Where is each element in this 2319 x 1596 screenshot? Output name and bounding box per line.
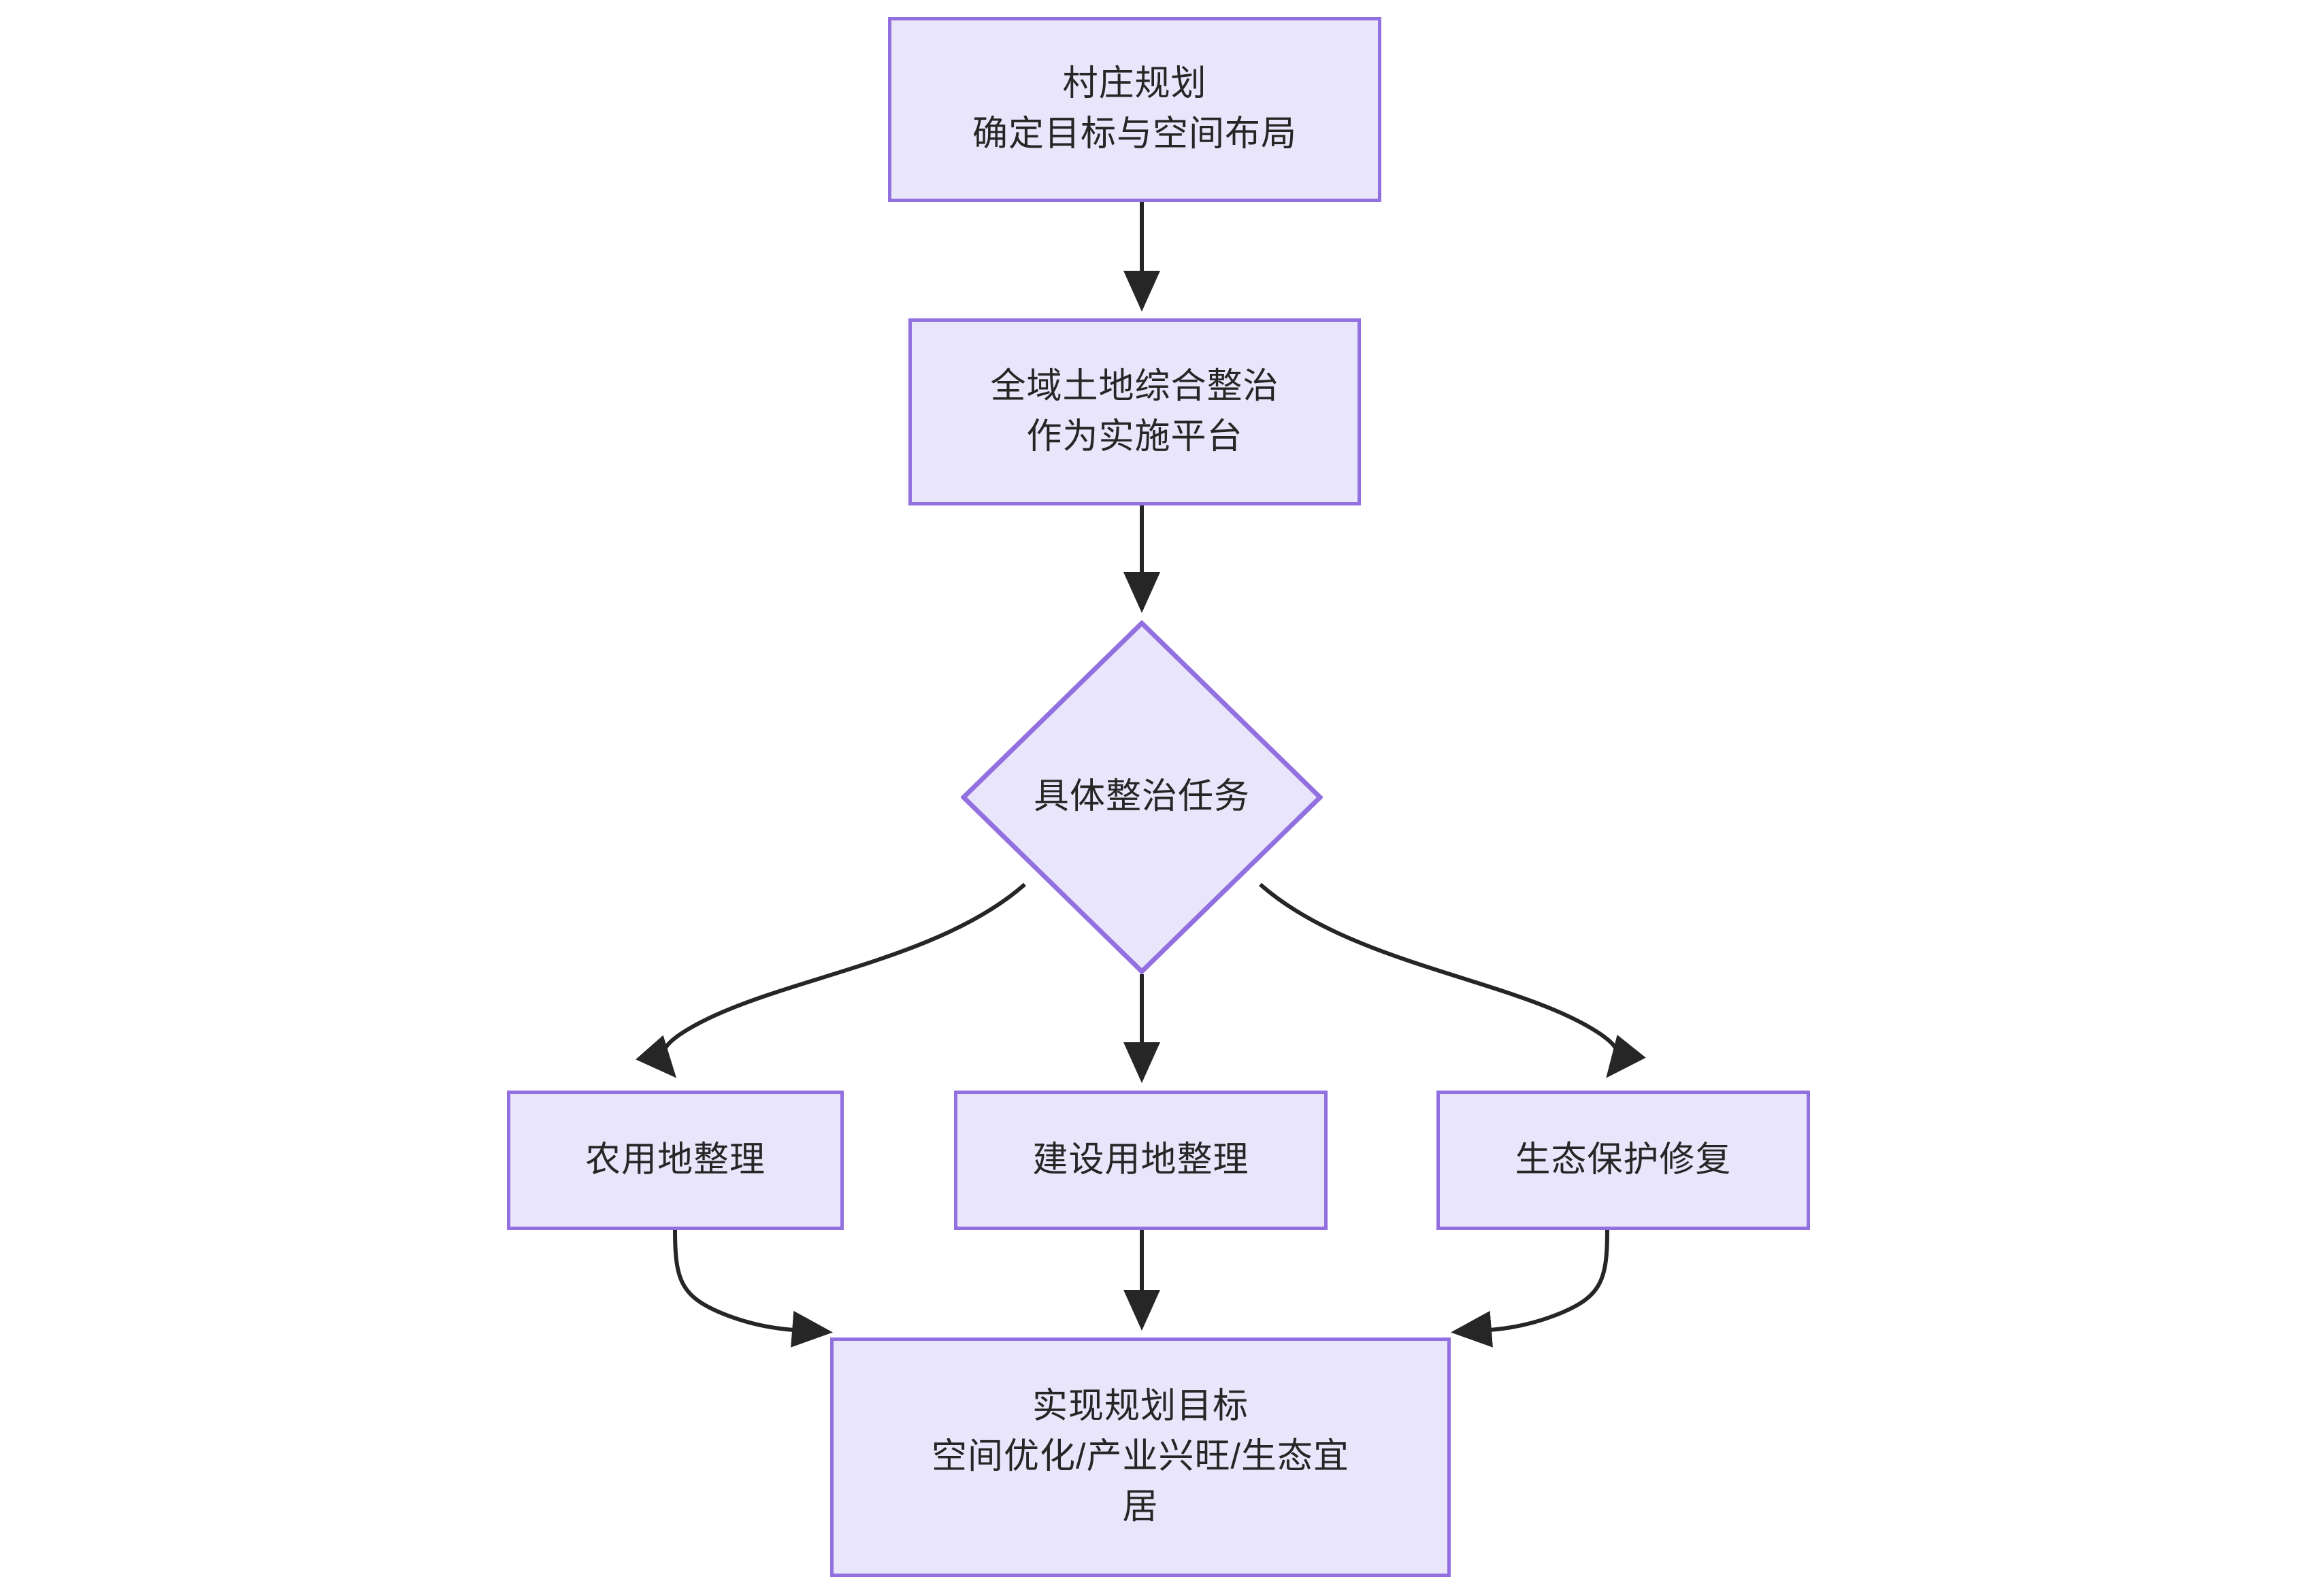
edge-ecological-to-goals: [1451, 1229, 1609, 1348]
node-planning-goals[interactable]: 实现规划目标 空间优化/产业兴旺/生态宜 居: [830, 1337, 1451, 1577]
node-label: 具体整治任务: [1033, 777, 1250, 817]
node-label: 农用地整理: [585, 1140, 766, 1180]
node-label: 实现规划目标 空间优化/产业兴旺/生态宜 居: [932, 1386, 1349, 1527]
edge-farmland-to-goals: [673, 1229, 833, 1348]
node-ecological-protection-restoration[interactable]: 生态保护修复: [1436, 1091, 1810, 1230]
node-label: 建设用地整理: [1032, 1140, 1249, 1180]
node-label: 全域土地综合整治 作为实施平台: [990, 366, 1279, 456]
node-label: 生态保护修复: [1515, 1140, 1732, 1180]
node-land-consolidation-platform[interactable]: 全域土地综合整治 作为实施平台: [908, 318, 1361, 505]
node-construction-land-consolidation[interactable]: 建设用地整理: [954, 1091, 1328, 1230]
node-village-planning[interactable]: 村庄规划 确定目标与空间布局: [888, 17, 1381, 202]
diamond-shape: [961, 620, 1323, 974]
node-farmland-consolidation[interactable]: 农用地整理: [507, 1091, 844, 1230]
node-label: 村庄规划 确定目标与空间布局: [972, 64, 1297, 154]
node-specific-tasks[interactable]: 具体整治任务: [961, 620, 1323, 974]
